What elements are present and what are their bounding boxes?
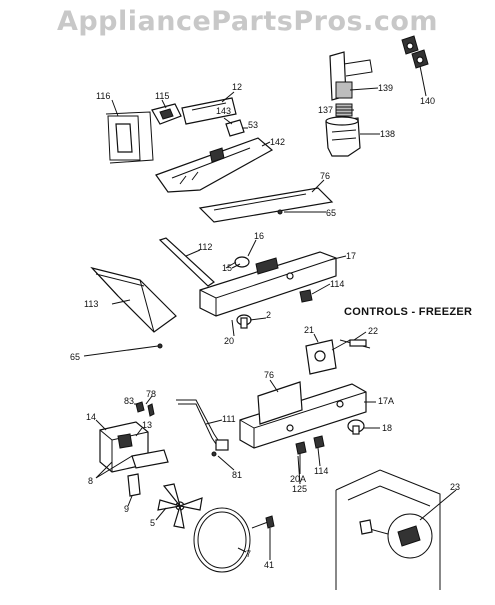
part-12-bracket [181,97,237,125]
part-5-fan-blade [157,483,203,529]
callout-53: 53 [248,120,258,130]
part-23-detail [335,469,441,590]
callout-137: 137 [318,105,333,115]
callout-23: 23 [450,482,460,492]
callout-9: 9 [124,504,129,514]
part-112-rod [158,237,215,287]
part-76-cover-plate [198,187,334,223]
part-2-knob [236,314,252,329]
part-142-light-housing [155,137,274,193]
part-21-thermostat [305,339,351,375]
callout-76b: 76 [264,370,274,380]
callout-8: 8 [88,476,93,486]
part-18-knob [347,419,365,435]
callout-12: 12 [232,82,242,92]
callout-81: 81 [232,470,242,480]
part-78-83-clips [135,401,155,417]
part-113-tray [90,266,177,333]
part-41-screw [251,515,275,529]
watermark: AppliancePartsPros.com [56,6,439,37]
callout-138: 138 [380,129,395,139]
callout-78: 78 [146,389,156,399]
part-143-clip [225,119,245,137]
callout-20: 20 [224,336,234,346]
callout-18: 18 [382,423,392,433]
callout-labels: 116 115 12 143 53 142 139 140 137 138 76… [70,82,460,570]
callout-41: 41 [264,560,274,570]
callout-113: 113 [84,299,98,309]
callout-114b: 114 [314,466,328,476]
callout-22: 22 [368,326,378,336]
callout-112: 112 [198,242,212,252]
part-115-socket [151,103,182,125]
callout-13: 13 [142,420,152,430]
part-13-motor-mount [131,449,169,469]
callout-76a: 76 [320,171,330,181]
callout-139: 139 [378,83,393,93]
part-7-fan-shroud [193,507,251,573]
part-111-harness [176,399,229,451]
callout-114a: 114 [330,279,344,289]
callout-142: 142 [270,137,285,147]
callout-140: 140 [420,96,435,106]
callout-17a: 17A [378,396,394,406]
callout-7: 7 [246,549,251,559]
part-22-probe [339,339,371,349]
callout-14: 14 [86,412,96,422]
part-140-fittings [401,35,429,69]
part-81-screw [211,451,217,457]
callout-16: 16 [254,231,264,241]
callout-65b: 65 [70,352,80,362]
callout-83: 83 [124,396,134,406]
callout-111: 111 [222,414,236,424]
callout-65a: 65 [326,208,336,218]
callout-125: 125 [292,484,307,494]
callout-5: 5 [150,518,155,528]
callout-115: 115 [155,91,169,101]
callout-21: 21 [304,325,314,335]
part-114a-screw [299,289,313,303]
part-139-control-shaft [329,51,373,101]
part-20a-125-114-screws [295,435,325,455]
part-9-bracket [127,473,141,497]
callout-17: 17 [346,251,356,261]
part-17-control-housing [199,251,337,317]
callout-143: 143 [216,106,231,116]
part-17a-control-housing [239,381,367,449]
callout-20a: 20A [290,474,306,484]
section-label: CONTROLS - FREEZER [344,306,473,318]
leader-lines [83,65,457,560]
callout-116: 116 [96,91,110,101]
part-116-lens-frame [105,111,154,164]
callout-15: 15 [222,263,232,273]
callout-2: 2 [266,310,271,320]
part-138-knob [325,116,361,157]
